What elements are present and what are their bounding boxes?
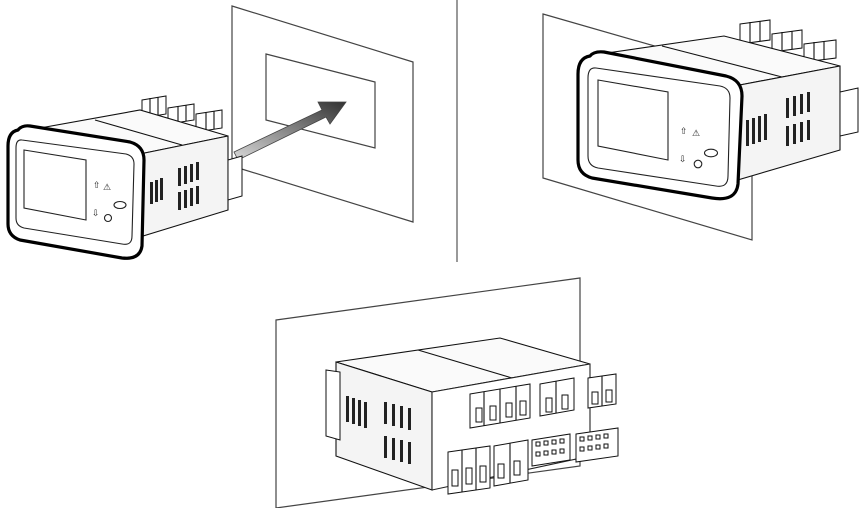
controller-device-1: ⇧ ⚠ ⇩: [8, 96, 242, 258]
down-arrow-icon[interactable]: ⇩: [679, 155, 687, 165]
set-button-icon[interactable]: [694, 160, 702, 168]
warning-icon: ⚠: [692, 129, 700, 139]
rear-terminal-upper-3: [588, 374, 616, 408]
logo-icon: [114, 202, 126, 209]
rear-clip-left: [326, 370, 340, 440]
down-arrow-icon[interactable]: ⇩: [92, 209, 100, 219]
step-2-seated: ⇧ ⚠ ⇩: [543, 14, 858, 240]
rear-terminal-lower-2: [494, 440, 528, 486]
rear-connector-grid-2: [576, 428, 618, 462]
warning-icon: ⚠: [103, 183, 111, 193]
step-3-rear-view: [276, 278, 618, 508]
display-window-2: [598, 80, 668, 160]
up-arrow-icon[interactable]: ⇧: [93, 181, 101, 191]
up-arrow-icon[interactable]: ⇧: [680, 127, 688, 137]
rear-terminal-upper-2: [540, 378, 574, 416]
rear-terminal-lower: [448, 446, 490, 494]
step-1-insertion: ⇧ ⚠ ⇩: [8, 6, 413, 258]
side-clip: [228, 156, 242, 200]
side-clip-2: [840, 88, 858, 136]
display-window: [24, 150, 86, 220]
logo-icon: [705, 149, 718, 157]
set-button-icon[interactable]: [105, 215, 112, 222]
rear-connector-grid-1: [532, 434, 570, 466]
